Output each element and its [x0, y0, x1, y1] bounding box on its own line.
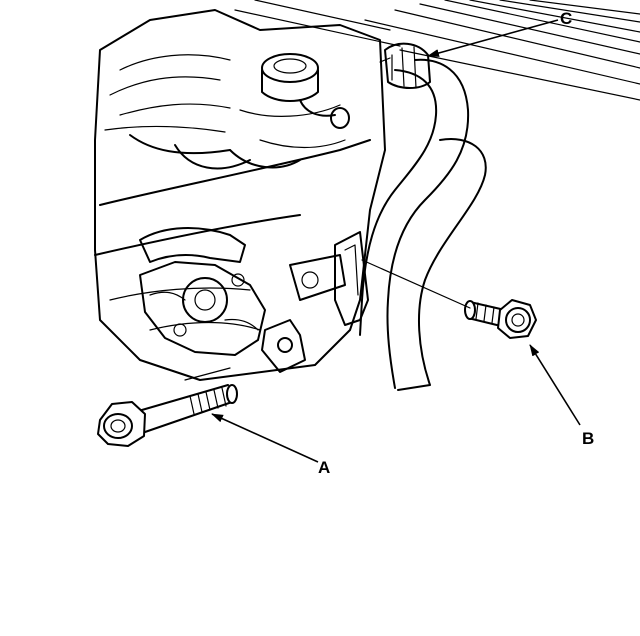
- power-steering-pump: [139, 227, 266, 356]
- callout-label-a: A: [318, 458, 330, 477]
- leader-line-c: [427, 19, 559, 57]
- callout-label-c: C: [560, 9, 572, 28]
- bolt-a: [97, 367, 238, 447]
- hose-clamp: [379, 42, 431, 89]
- leader-line-a: [211, 413, 319, 463]
- leader-lines: [211, 19, 581, 463]
- leader-line-b: [529, 344, 581, 426]
- hose: [359, 58, 487, 391]
- bolt-b: [464, 299, 537, 339]
- background-hatching: [234, 0, 640, 101]
- engine-block: [94, 9, 386, 381]
- callout-label-b: B: [582, 429, 594, 448]
- reservoir-cap: [261, 53, 350, 129]
- mounting-bracket: [261, 231, 369, 373]
